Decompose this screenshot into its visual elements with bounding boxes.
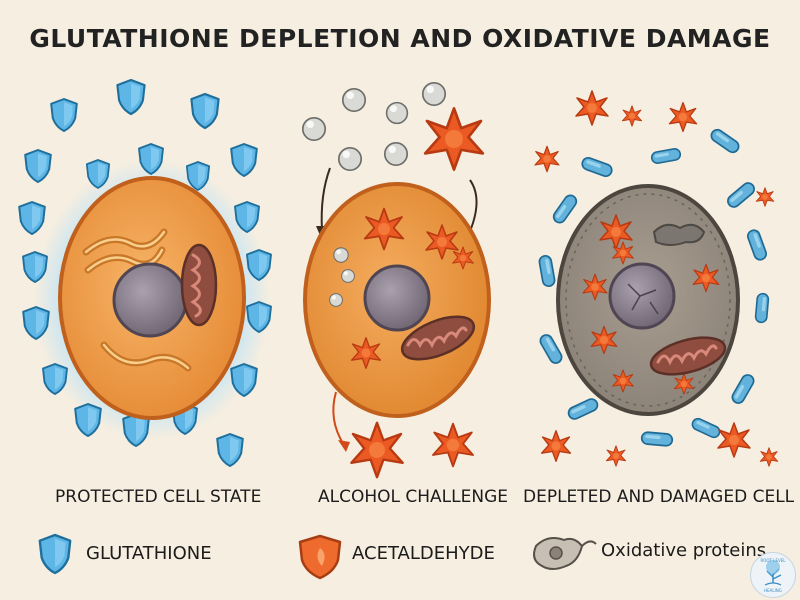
panel-label-protected: PROTECTED CELL STATE — [55, 487, 262, 507]
mitochondrion — [649, 336, 727, 376]
damaged-membrane-texture — [565, 193, 731, 407]
glutathione-capsule-icon — [640, 430, 674, 448]
alcohol-molecule-icon — [421, 81, 447, 107]
acetaldehyde-radical-icon — [423, 107, 485, 171]
brand-logo: ROOT LEVEL HEALING — [750, 552, 796, 598]
radical-icon — [621, 105, 643, 127]
glutathione-shield-icon — [116, 78, 146, 116]
glutathione-shield-icon — [18, 200, 46, 236]
damaged-nucleus — [608, 262, 676, 330]
acetaldehyde-radical-icon — [350, 421, 404, 479]
glutathione-shield-icon — [216, 432, 244, 468]
acetaldehyde-radical-icon — [432, 422, 474, 468]
panel-depleted-cell — [534, 90, 779, 467]
glutathione-capsule-icon — [537, 253, 557, 289]
legend-glutathione-icon — [38, 533, 72, 575]
alcohol-molecule-icon — [341, 87, 367, 113]
glutathione-capsule-icon — [708, 126, 742, 156]
glutathione-capsule-icon — [565, 396, 601, 422]
mitochondrion — [400, 315, 476, 361]
radical-icon — [668, 101, 698, 133]
glutathione-capsule-icon — [745, 227, 769, 263]
alcohol-molecule-icon — [341, 269, 355, 283]
page-title: GLUTATHIONE DEPLETION AND OXIDATIVE DAMA… — [29, 24, 771, 53]
radical-icon — [755, 187, 775, 207]
legend-acetaldehyde-icon — [298, 534, 342, 580]
radical-icon — [534, 145, 560, 173]
alcohol-molecule-icon — [385, 101, 409, 125]
glutathione-capsule-icon — [754, 292, 770, 324]
nucleus — [363, 264, 431, 332]
arrow-head — [338, 440, 350, 452]
alcohol-molecule-icon — [333, 247, 349, 263]
glutathione-capsule-icon — [650, 147, 682, 165]
glutathione-capsule-icon — [724, 179, 758, 211]
panel-alcohol-challenge — [301, 81, 491, 479]
legend-label-oxidative: Oxidative proteins — [601, 540, 767, 561]
alcohol-molecule-icon — [383, 141, 409, 167]
glutathione-capsule-icon — [550, 192, 580, 226]
radical-icon — [605, 445, 627, 467]
glutathione-shield-icon — [190, 92, 220, 130]
radical-icon — [717, 422, 751, 458]
logo-text-bottom: HEALING — [764, 588, 782, 593]
glutathione-shield-icon — [50, 97, 78, 133]
nucleus — [112, 262, 188, 338]
radical-icon — [759, 447, 779, 467]
alcohol-molecules — [301, 81, 447, 172]
glutathione-shield-icon — [24, 148, 52, 184]
alcohol-molecule-icon — [301, 116, 327, 142]
escaping-radicals — [350, 421, 474, 479]
mitochondrion — [180, 243, 218, 327]
glutathione-capsule-icon — [579, 155, 615, 179]
glutathione-capsule-icon — [537, 331, 565, 367]
alcohol-molecule-icon — [337, 146, 363, 172]
panel-label-depleted: DEPLETED AND DAMAGED CELL — [523, 487, 795, 507]
legend-label-glutathione: GLUTATHIONE — [86, 543, 212, 564]
legend-label-acetaldehyde: ACETALDEHYDE — [352, 543, 495, 564]
glutathione-shield-icon — [230, 142, 258, 178]
panel-label-alcohol: ALCOHOL CHALLENGE — [318, 487, 508, 507]
glutathione-shield-icon — [74, 402, 102, 438]
glutathione-capsule-icon — [729, 371, 757, 407]
legend-oxidative-protein-icon — [533, 537, 597, 570]
radical-icon — [575, 90, 609, 126]
radical-icon — [540, 430, 572, 462]
panel-protected-cell — [18, 78, 272, 468]
glutathione-capsule-icon — [689, 416, 723, 440]
logo-text-top: ROOT LEVEL — [760, 558, 786, 563]
tree-logo-icon: ROOT LEVEL HEALING — [760, 558, 786, 593]
damaged-er — [652, 223, 706, 246]
alcohol-molecule-icon — [329, 293, 343, 307]
